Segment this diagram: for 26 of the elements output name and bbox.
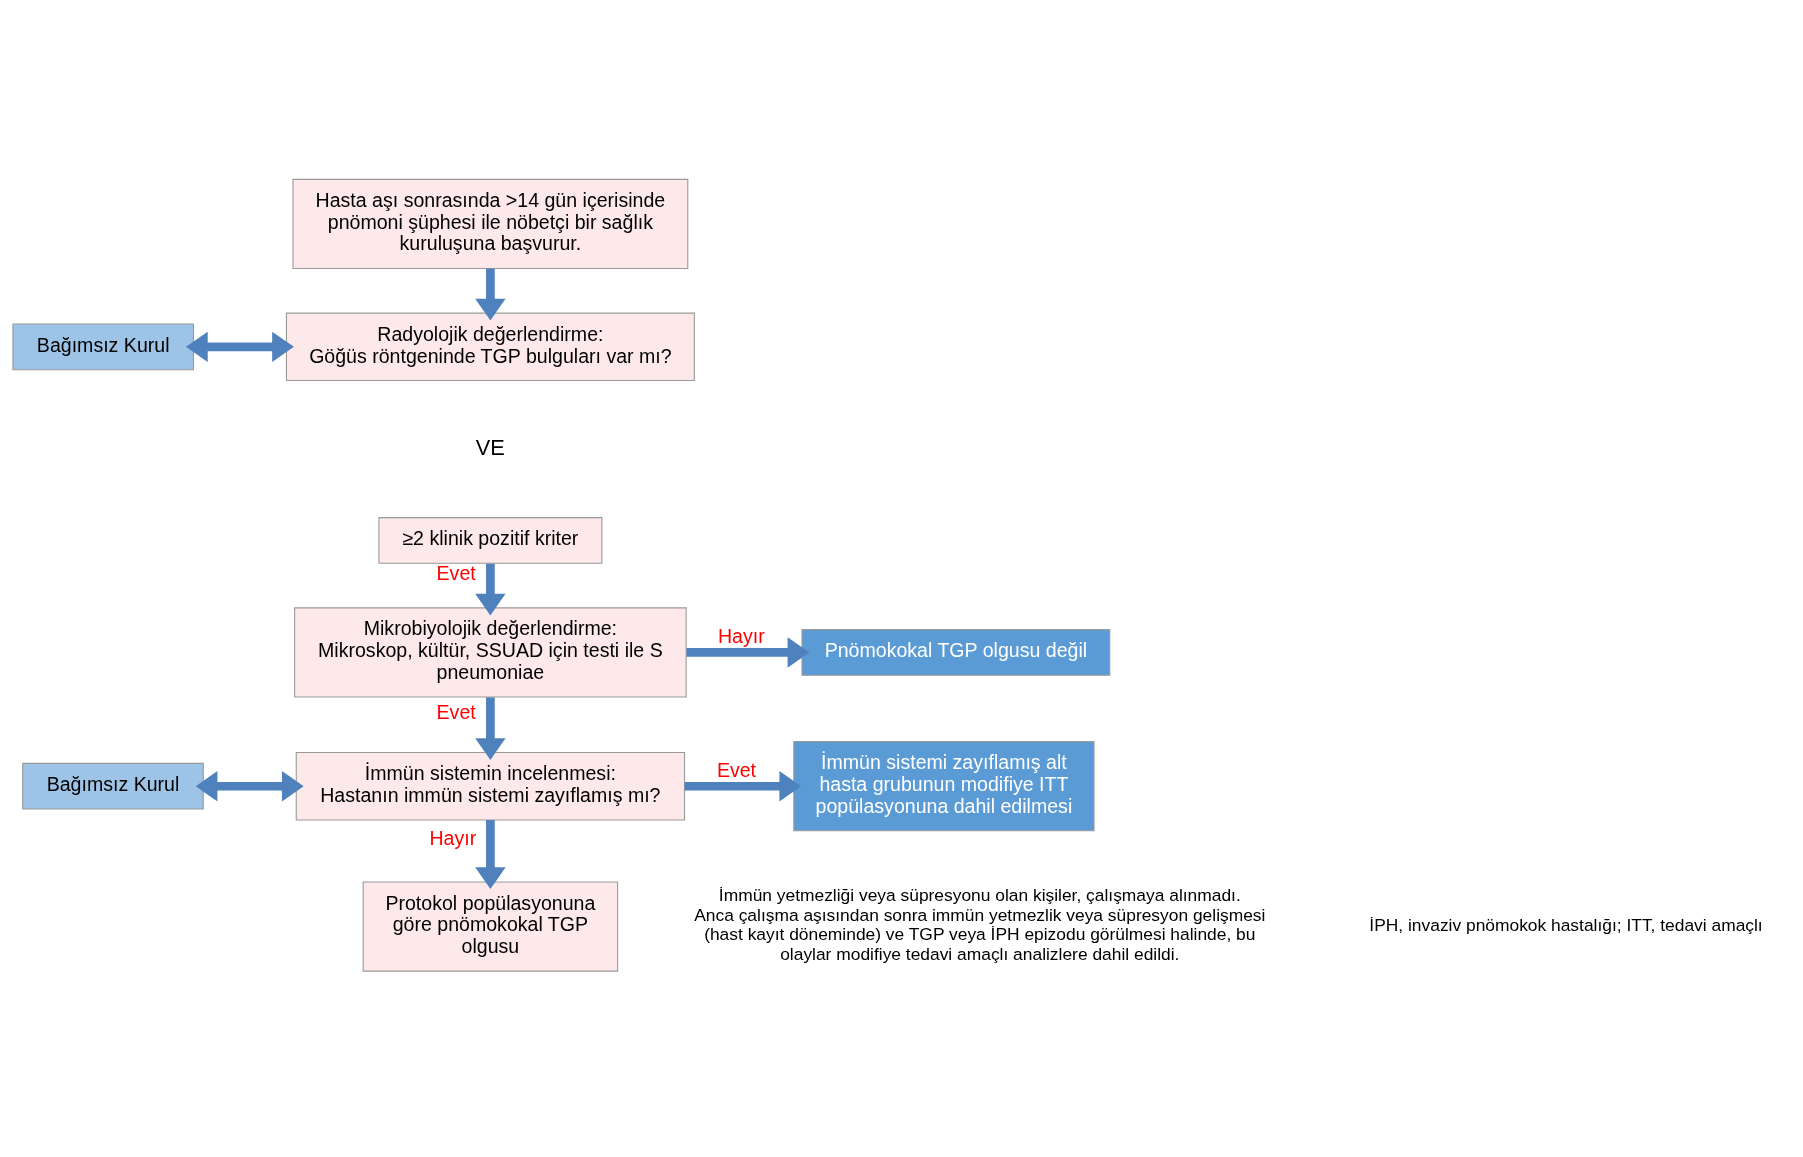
arrow bbox=[186, 331, 294, 363]
arrow bbox=[475, 563, 506, 616]
node-box: Pnömokokal TGP olgusu değil bbox=[801, 629, 1111, 676]
arrow bbox=[475, 268, 506, 321]
edge-label: Evet bbox=[436, 561, 476, 584]
node-box: Protokol popülasyonuna göre pnömokokal TGP olgusu bbox=[362, 881, 619, 972]
node-box: İmmün sistemin incelenmesi: Hastanın immün sistemi zayıflamış mı? bbox=[295, 751, 686, 821]
arrow bbox=[475, 697, 506, 760]
edge-label: Evet bbox=[436, 700, 476, 723]
arrow bbox=[684, 771, 802, 802]
node-box: Hasta aşı sonrasında >14 gün içerisinde pnömoni şüphesi ile nöbetçi bir sağlık kuruluşuna başvurur. bbox=[292, 178, 689, 270]
label: İPH, invaziv pnömokok hastalığı; ITT, tedavi amaçlı bbox=[1369, 914, 1763, 935]
node-box: İmmün sistemi zayıflamış alt hasta grubunun modifiye ITT popülasyonuna dahil edilmesi bbox=[793, 741, 1095, 832]
node-box: Radyolojik değerlendirme: Göğüs röntgeninde TGP bulguları var mı? bbox=[285, 312, 695, 382]
node-box: Bağımsız Kurul bbox=[12, 323, 194, 371]
arrow bbox=[686, 637, 810, 668]
arrow bbox=[475, 820, 506, 890]
node-box: ≥2 klinik pozitif kriter bbox=[378, 517, 603, 564]
edge-label: Hayır bbox=[717, 625, 765, 648]
arrow bbox=[195, 771, 304, 802]
node-box: Mikrobiyolojik değerlendirme: Mikroskop, kültür, SSUAD için testi ile S pneumoniae bbox=[294, 607, 687, 698]
edge-label: Hayır bbox=[429, 826, 477, 849]
node-box: Bağımsız Kurul bbox=[22, 762, 204, 810]
edge-label: Evet bbox=[716, 758, 757, 781]
label: İmmün yetmezliği veya süpresyonu olan kişiler, çalışmaya alınmadı. Anca çalışma aşısından sonra immün yetmezlik veya süpresyon gelişmesi (hast kayıt döneminde) ve TGP veya İPH epizodu görülmesi halinde, bu olaylar modifiye tedavi amaçlı analizlere dahil edildi. bbox=[694, 885, 1266, 965]
label: VE bbox=[475, 434, 505, 460]
